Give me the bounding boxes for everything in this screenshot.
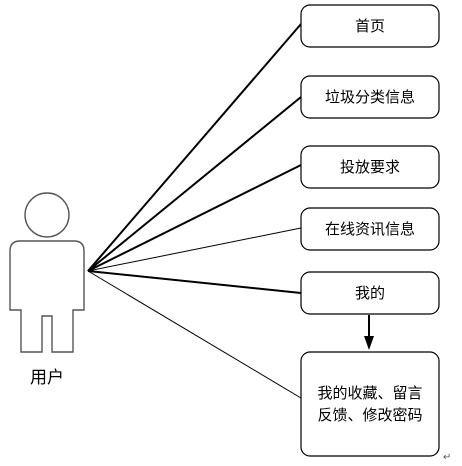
node-garbage-info-box[interactable] [300, 75, 440, 119]
node-online-info-box[interactable] [300, 207, 440, 251]
actor-head [24, 192, 70, 238]
node-mine-box[interactable] [300, 271, 440, 315]
node-mine-detail[interactable]: 我的收藏、留言 反馈、修改密码 [300, 351, 440, 457]
node-mine-label: 我的 [355, 284, 385, 302]
node-garbage-info[interactable]: 垃圾分类信息 [300, 75, 440, 119]
node-home-label: 首页 [355, 17, 385, 35]
node-home-box[interactable] [300, 4, 440, 48]
arrow-head [364, 336, 374, 350]
actor-body [9, 240, 85, 353]
node-disposal-rules-box[interactable] [300, 145, 440, 189]
node-mine-detail-line-1: 我的收藏、留言 [317, 384, 422, 402]
node-disposal-rules-label: 投放要求 [340, 158, 400, 176]
connectors [87, 23, 302, 399]
actor: 用户 [9, 192, 85, 388]
connector-home [87, 23, 302, 272]
connector-mine [87, 270, 302, 294]
node-mine-detail-line-2: 反馈、修改密码 [317, 406, 422, 424]
connector-garbage-info [87, 96, 302, 272]
paragraph-mark-icon: ↵ [443, 452, 451, 463]
node-online-info[interactable]: 在线资讯信息 [300, 207, 440, 251]
node-garbage-info-label: 垃圾分类信息 [325, 88, 415, 106]
connector-online-info [87, 227, 302, 272]
node-online-info-label: 在线资讯信息 [325, 220, 415, 238]
actor-label: 用户 [30, 368, 64, 388]
node-mine[interactable]: 我的 [300, 271, 440, 315]
connector-disposal-rules [87, 164, 302, 272]
arrow-mine-to-detail [364, 315, 374, 350]
node-disposal-rules[interactable]: 投放要求 [300, 145, 440, 189]
node-home[interactable]: 首页 [300, 4, 440, 48]
connector-mine-detail [87, 270, 302, 399]
node-mine-detail-box[interactable] [300, 351, 440, 457]
